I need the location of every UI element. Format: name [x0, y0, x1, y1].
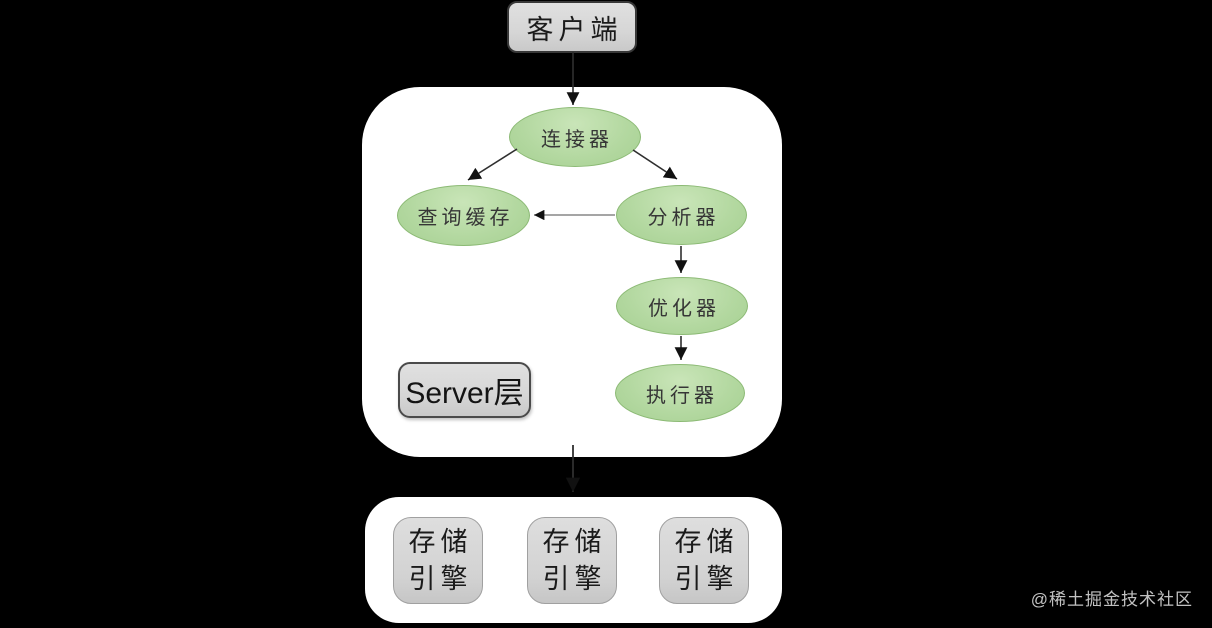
- watermark: @稀土掘金技术社区: [1030, 590, 1193, 609]
- node-connector: 连接器: [509, 107, 641, 167]
- storage-engine-label-line1: 存储: [408, 526, 473, 557]
- storage-engine-label-line1: 存储: [542, 526, 607, 557]
- node-optimizer-label: 优化器: [648, 297, 720, 320]
- storage-engine-label-line2: 引擎: [408, 563, 473, 594]
- server-layer-label-box: Server层: [398, 362, 531, 418]
- node-analyzer: 分析器: [616, 185, 747, 245]
- storage-engine-label-line1: 存储: [674, 526, 739, 557]
- node-query-cache: 查询缓存: [397, 185, 530, 246]
- client-node: 客户端: [507, 1, 637, 53]
- storage-engine-box: 存储 引擎: [527, 517, 617, 604]
- storage-engine-box: 存储 引擎: [393, 517, 483, 604]
- storage-engine-box: 存储 引擎: [659, 517, 749, 604]
- client-label: 客户端: [526, 14, 623, 45]
- node-query-cache-label: 查询缓存: [417, 207, 514, 229]
- node-executor-label: 执行器: [646, 384, 718, 407]
- node-executor: 执行器: [615, 364, 745, 422]
- node-connector-label: 连接器: [541, 128, 613, 151]
- node-optimizer: 优化器: [616, 277, 748, 335]
- storage-engine-label-line2: 引擎: [542, 563, 607, 594]
- node-analyzer-label: 分析器: [647, 206, 720, 229]
- server-layer-label: Server层: [405, 377, 524, 410]
- storage-engine-label-line2: 引擎: [674, 563, 739, 594]
